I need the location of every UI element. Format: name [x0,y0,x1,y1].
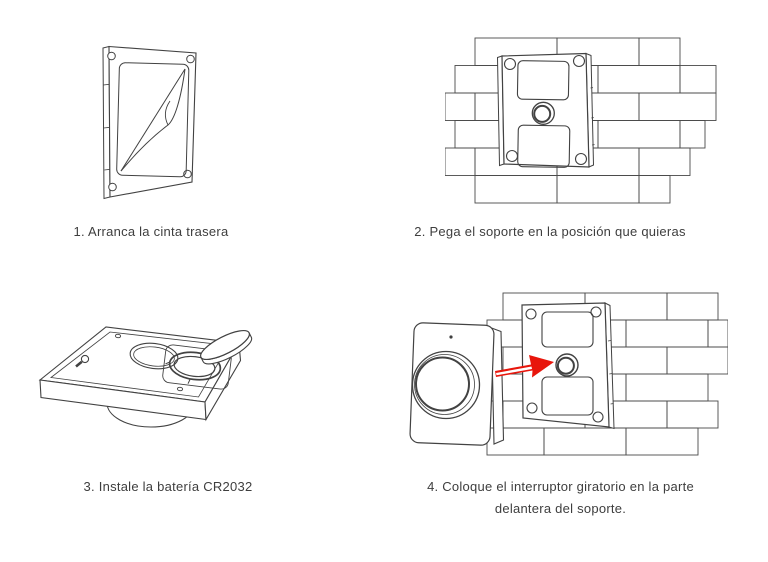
cr2032-battery [200,329,253,365]
step4-figure [398,286,728,461]
battery-install-illustration [38,326,253,428]
screw-hole [114,333,122,339]
bracket-top-recess [516,60,570,101]
knob-base-ring [411,350,481,420]
peel-backing-tape-illustration [102,45,197,200]
red-direction-arrow [495,355,554,378]
switch-face [409,322,495,446]
bracket-hole-top-left [525,308,537,320]
bracket-top-recess [541,311,594,348]
bracket-center-ring [555,353,579,377]
step3-figure [30,300,265,440]
battery-compartment [162,344,232,390]
screw-hole-top-left [107,51,116,61]
switch-back-plate [38,326,242,422]
screw-hole-top-right [186,54,195,64]
attach-switch-illustration [409,292,728,456]
bracket-hole-top-right [572,54,586,68]
step1-caption: 1. Arranca la cinta trasera [73,224,229,239]
knob [415,356,470,412]
mounting-bracket [496,52,595,168]
step4-caption-line1: 4. Coloque el interruptor giratorio en l… [427,479,694,494]
step4-caption-line2: delantera del soporte. [494,501,627,516]
mounting-bracket [521,302,615,430]
bracket-bottom-recess [517,124,571,168]
bracket-hole-bottom-right [592,411,604,423]
bracket-hole-bottom-left [505,149,519,163]
step3-caption: 3. Instale la batería CR2032 [83,479,253,494]
bracket-hole-bottom-right [574,152,588,166]
bracket-on-wall-illustration [445,37,717,204]
step2-figure [445,30,717,212]
switch-side-edge [490,327,505,445]
led-indicator-dot [449,335,453,339]
step1-figure [95,40,210,205]
peeling-film [120,68,186,172]
bracket-bottom-recess [541,376,594,416]
rotary-switch [409,322,505,446]
bracket-center-ring [531,101,555,125]
bracket-hole-top-right [590,306,602,318]
step4-caption: 4. Coloque el interruptor giratorio en l… [398,476,723,520]
screw-hole-bottom-left [108,182,117,192]
tape-area [116,62,190,178]
bracket-hole-bottom-left [526,402,538,414]
keyhole-slot [75,354,90,368]
step2-caption: 2. Pega el soporte en la posición que qu… [414,224,686,239]
screw-hole [176,386,184,392]
bracket-hole-top-left [503,57,517,71]
